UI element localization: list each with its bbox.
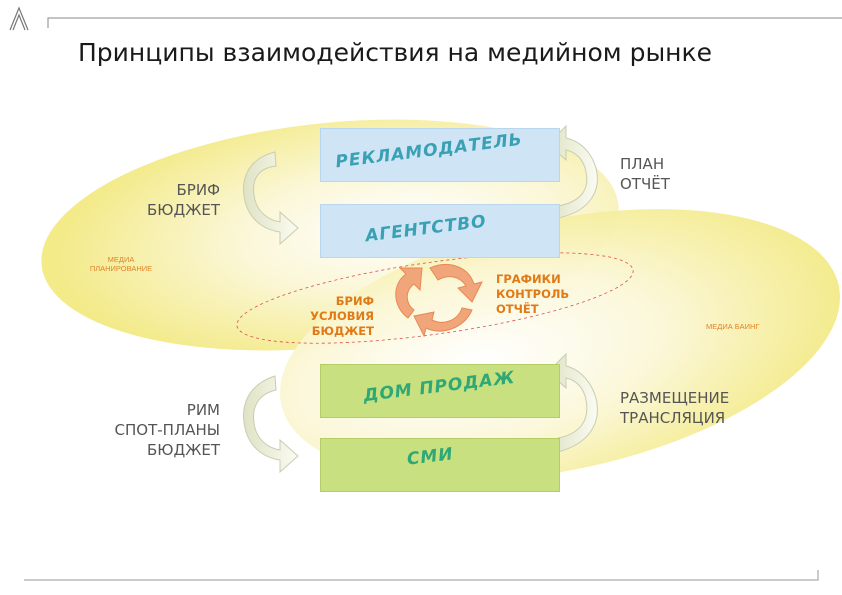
right-top-line-1: ПЛАН (620, 155, 665, 173)
right-top-line-2: ОТЧЁТ (620, 175, 670, 193)
center-left-label: БРИФ УСЛОВИЯ БЮДЖЕТ (290, 294, 374, 339)
left-top-line-2: БЮДЖЕТ (146, 201, 220, 219)
sales-house-box: ДОМ ПРОДАЖ (320, 364, 560, 418)
advertiser-label: РЕКЛАМОДАТЕЛЬ (334, 129, 524, 173)
right-bottom-line-1: РАЗМЕЩЕНИЕ (620, 389, 730, 407)
media-box: СМИ (320, 438, 560, 492)
agency-label: АГЕНТСТВО (364, 211, 488, 247)
header-rule (47, 17, 842, 28)
left-top-line-1: БРИФ (176, 181, 220, 199)
media-planning-line-1: МЕДИА (107, 255, 135, 264)
media-label: СМИ (405, 444, 455, 470)
placement-broadcast-label: РАЗМЕЩЕНИЕ ТРАНСЛЯЦИЯ (620, 388, 780, 428)
footer-rule (24, 570, 819, 581)
right-bottom-curved-arrow (547, 352, 598, 453)
center-left-line-1: БРИФ (335, 294, 374, 308)
center-right-line-3: ОТЧЁТ (496, 302, 539, 316)
sales-house-label: ДОМ ПРОДАЖ (362, 367, 517, 407)
left-top-curved-arrow (243, 151, 299, 246)
left-bottom-line-3: БЮДЖЕТ (146, 441, 220, 459)
center-left-line-3: БЮДЖЕТ (311, 324, 374, 338)
center-right-line-2: КОНТРОЛЬ (496, 287, 570, 301)
media-planning-line-2: ПЛАНИРОВАНИЕ (89, 264, 153, 273)
media-buying-label: МЕДИА БАИНГ (706, 322, 760, 331)
left-bottom-curved-arrow (243, 375, 299, 474)
left-bottom-line-1: РИМ (186, 401, 220, 419)
center-right-label: ГРАФИКИ КОНТРОЛЬ ОТЧЁТ (496, 272, 596, 317)
center-dashed-ellipse (236, 252, 634, 344)
advertiser-box: РЕКЛАМОДАТЕЛЬ (320, 128, 560, 182)
media-planning-label: МЕДИА ПЛАНИРОВАНИЕ (76, 255, 166, 273)
cycle-arrows-icon (395, 264, 483, 338)
plan-report-label: ПЛАН ОТЧЁТ (620, 154, 740, 194)
center-right-line-1: ГРАФИКИ (496, 272, 561, 286)
right-bottom-line-2: ТРАНСЛЯЦИЯ (620, 409, 726, 427)
brief-budget-label: БРИФ БЮДЖЕТ (100, 180, 220, 220)
logo-icon (9, 6, 29, 31)
rim-spot-plans-label: РИМ СПОТ-ПЛАНЫ БЮДЖЕТ (70, 400, 220, 460)
page-title: Принципы взаимодействия на медийном рынк… (78, 38, 713, 67)
agency-box: АГЕНТСТВО (320, 204, 560, 258)
left-bottom-line-2: СПОТ-ПЛАНЫ (114, 421, 220, 439)
center-left-line-2: УСЛОВИЯ (310, 309, 374, 323)
